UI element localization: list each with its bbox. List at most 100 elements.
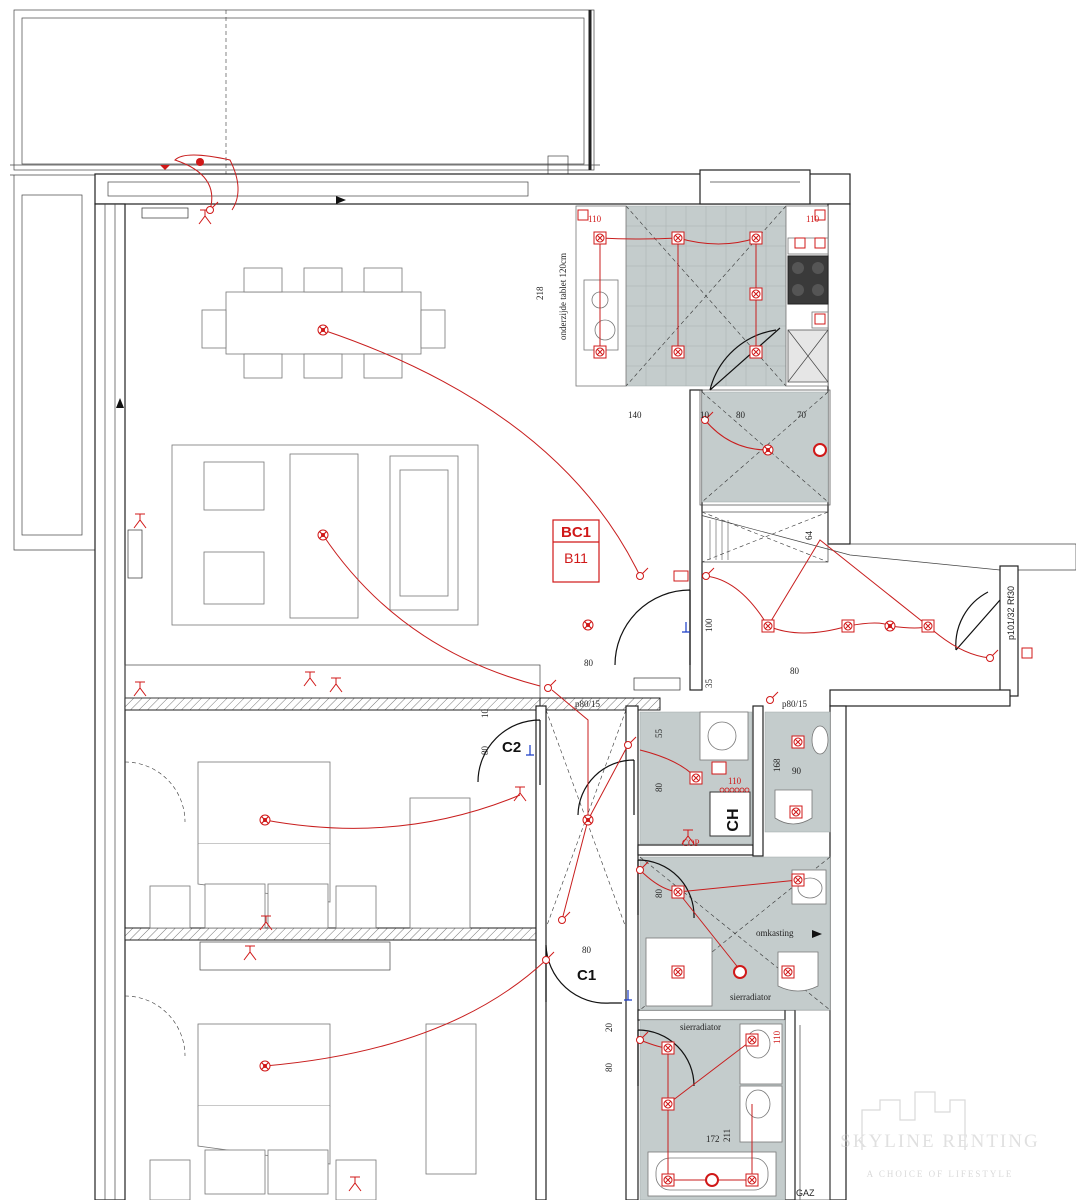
spot-light-icon <box>689 771 703 785</box>
terrace <box>10 9 600 551</box>
spot-light-icon <box>749 345 763 359</box>
door-label-c1: C1 <box>577 967 596 984</box>
switch-icon <box>558 911 571 924</box>
dim-80-corridor: 80 <box>790 666 800 676</box>
bedroom-2 <box>124 941 477 1200</box>
spot-light-icon <box>749 231 763 245</box>
dim-80-living: 80 <box>584 658 594 668</box>
counter-note: onderzijde tablet 120cm <box>558 253 568 340</box>
ceiling-light-icon <box>884 620 896 632</box>
switch-icon <box>544 679 557 692</box>
dim-140: 140 <box>628 410 642 420</box>
dim-80-hall: 80 <box>736 410 746 420</box>
spot-light-icon <box>671 965 685 979</box>
dim-90: 90 <box>792 766 802 776</box>
watermark-name: SKYLINE RENTING <box>840 1131 1039 1152</box>
fire-door-label: p101/32 Rf30 <box>1006 586 1016 640</box>
radiator-living <box>127 207 681 691</box>
ceiling-light-icon <box>582 619 594 631</box>
spot-light-icon <box>661 1173 675 1187</box>
doors <box>477 327 1001 1087</box>
dining-table <box>201 267 446 379</box>
dim-110-kitchen-right: 110 <box>806 214 820 224</box>
notes: omkasting sierradiator sierradiator COP … <box>680 838 815 1198</box>
ceiling-light-icon <box>317 529 329 541</box>
note-sierradiator-upper: sierradiator <box>730 992 771 1002</box>
spot-light-icon <box>745 1173 759 1187</box>
dim-110-bath: 110 <box>728 776 742 786</box>
dim-10-bed: 10 <box>480 709 490 719</box>
wall-socket-icon <box>243 945 257 961</box>
spot-light-icon <box>749 287 763 301</box>
dim-211: 211 <box>722 1129 732 1142</box>
room-tag: BC1 B11 <box>552 519 600 583</box>
wall-socket-icon <box>513 786 527 802</box>
spot-light-icon <box>791 873 805 887</box>
dim-20: 20 <box>604 1023 614 1033</box>
spot-light-icon <box>671 885 685 899</box>
dim-218: 218 <box>535 286 545 300</box>
switch-icon <box>766 691 779 704</box>
wall-socket-icon <box>329 677 343 693</box>
switch-icon <box>636 567 649 580</box>
lounge-set <box>171 444 479 626</box>
kitchen <box>575 205 829 387</box>
dim-80-bath: 80 <box>654 783 664 793</box>
dimensions: 218 onderzijde tablet 120cm 110 110 140 … <box>480 214 1016 1144</box>
spot-light-icon <box>661 1097 675 1111</box>
dim-55: 55 <box>654 729 664 739</box>
dim-64: 64 <box>804 531 814 541</box>
p80-15-left: p80/15 <box>575 699 601 709</box>
ceiling-light-icon <box>762 444 774 456</box>
room-type: B11 <box>564 550 588 566</box>
flow-arrows <box>116 196 822 938</box>
note-omkasting: omkasting <box>756 928 794 938</box>
spot-light-icon <box>921 619 935 633</box>
dim-80-shower: 80 <box>654 889 664 899</box>
switch-icon <box>986 649 999 662</box>
note-cop: COP <box>682 838 700 848</box>
room-code: BC1 <box>561 524 591 541</box>
dim-80-lower: 80 <box>604 1063 614 1073</box>
dim-110-kitchen-left: 110 <box>588 214 602 224</box>
ceiling-light-icon <box>582 814 594 826</box>
watermark: SKYLINE RENTING A CHOICE OF LIFESTYLE <box>840 1091 1039 1179</box>
spot-light-icon <box>593 345 607 359</box>
dim-80-c1: 80 <box>582 945 592 955</box>
ceiling-light-icon <box>259 814 271 826</box>
ceiling-light-icon <box>317 324 329 336</box>
dim-110-lower: 110 <box>772 1030 782 1044</box>
spot-light-icon <box>841 619 855 633</box>
wall-socket-icon <box>133 681 147 697</box>
spot-light-icon <box>791 735 805 749</box>
dim-80-c2: 80 <box>480 746 490 756</box>
dim-172: 172 <box>706 1134 720 1144</box>
interior-walls <box>124 389 831 1200</box>
dim-70-hall: 70 <box>797 410 807 420</box>
heater-label: CH <box>725 808 742 831</box>
spot-light-icon <box>761 619 775 633</box>
dim-100: 100 <box>704 618 714 632</box>
dim-35: 35 <box>704 679 714 689</box>
spot-light-icon <box>745 1033 759 1047</box>
spot-light-icon <box>781 965 795 979</box>
dim-10-hall: 10 <box>700 410 710 420</box>
door-label-c2: C2 <box>502 739 521 756</box>
note-gaz: GAZ <box>796 1188 815 1198</box>
dim-168: 168 <box>772 758 782 772</box>
ceiling-light-icon <box>259 1060 271 1072</box>
bedroom-1 <box>124 761 471 929</box>
switch-icon <box>702 567 715 580</box>
corridor <box>545 709 627 929</box>
watermark-tagline: A CHOICE OF LIFESTYLE <box>867 1169 1014 1179</box>
p80-15-right: p80/15 <box>782 699 808 709</box>
electrical-symbols <box>133 158 1033 1192</box>
spot-light-icon <box>789 805 803 819</box>
note-sierradiator-lower: sierradiator <box>680 1022 721 1032</box>
spot-light-icon <box>671 345 685 359</box>
wall-socket-icon <box>133 513 147 529</box>
spot-light-icon <box>671 231 685 245</box>
wall-socket-icon <box>303 671 317 687</box>
spot-light-icon <box>593 231 607 245</box>
